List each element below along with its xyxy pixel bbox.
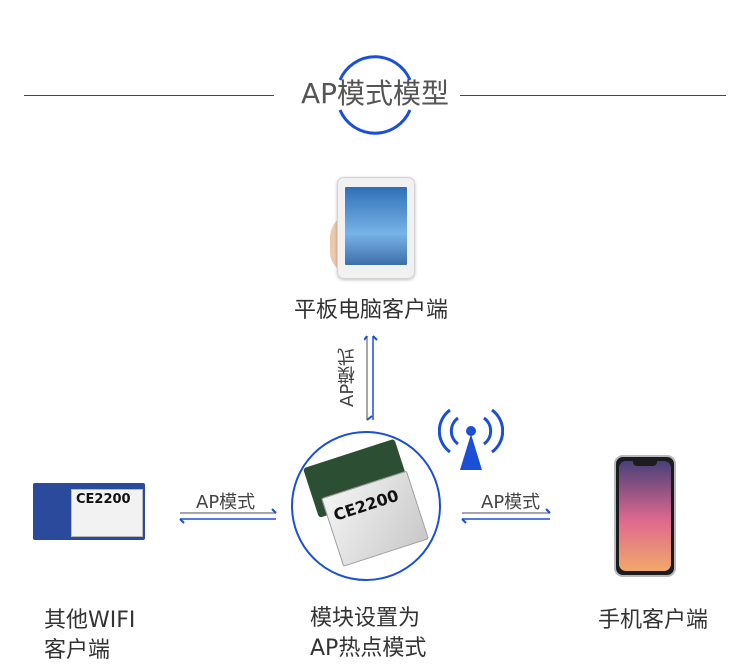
left-client-label-line1: 其他WIFI (44, 608, 136, 633)
right-edge-label: AP模式 (481, 492, 541, 513)
right-connection-arrows (461, 508, 551, 524)
wifi-antenna-icon (438, 408, 504, 470)
center-module-label-line2: AP热点模式 (310, 636, 427, 661)
vertical-connection-arrows (364, 335, 378, 421)
left-chip-mark: CE2200 (76, 492, 131, 507)
left-edge-label: AP模式 (196, 492, 256, 513)
title-rule-left (24, 95, 274, 96)
phone-device-image (614, 455, 676, 577)
center-chip-mark: CE2200 (331, 485, 401, 525)
tablet-client-label: 平板电脑客户端 (294, 298, 449, 323)
title-arc-decoration (338, 55, 412, 135)
phone-client-label: 手机客户端 (598, 608, 709, 633)
vertical-edge-label: AP模式 (337, 347, 358, 407)
center-module-label-line1: 模块设置为 (310, 606, 421, 631)
diagram-title: AP模式模型 (300, 77, 450, 110)
left-client-label-line2: 客户端 (44, 638, 111, 663)
left-connection-arrows (179, 508, 277, 524)
left-wifi-module-image: CE2200 (33, 483, 145, 540)
title-rule-right (460, 95, 726, 96)
